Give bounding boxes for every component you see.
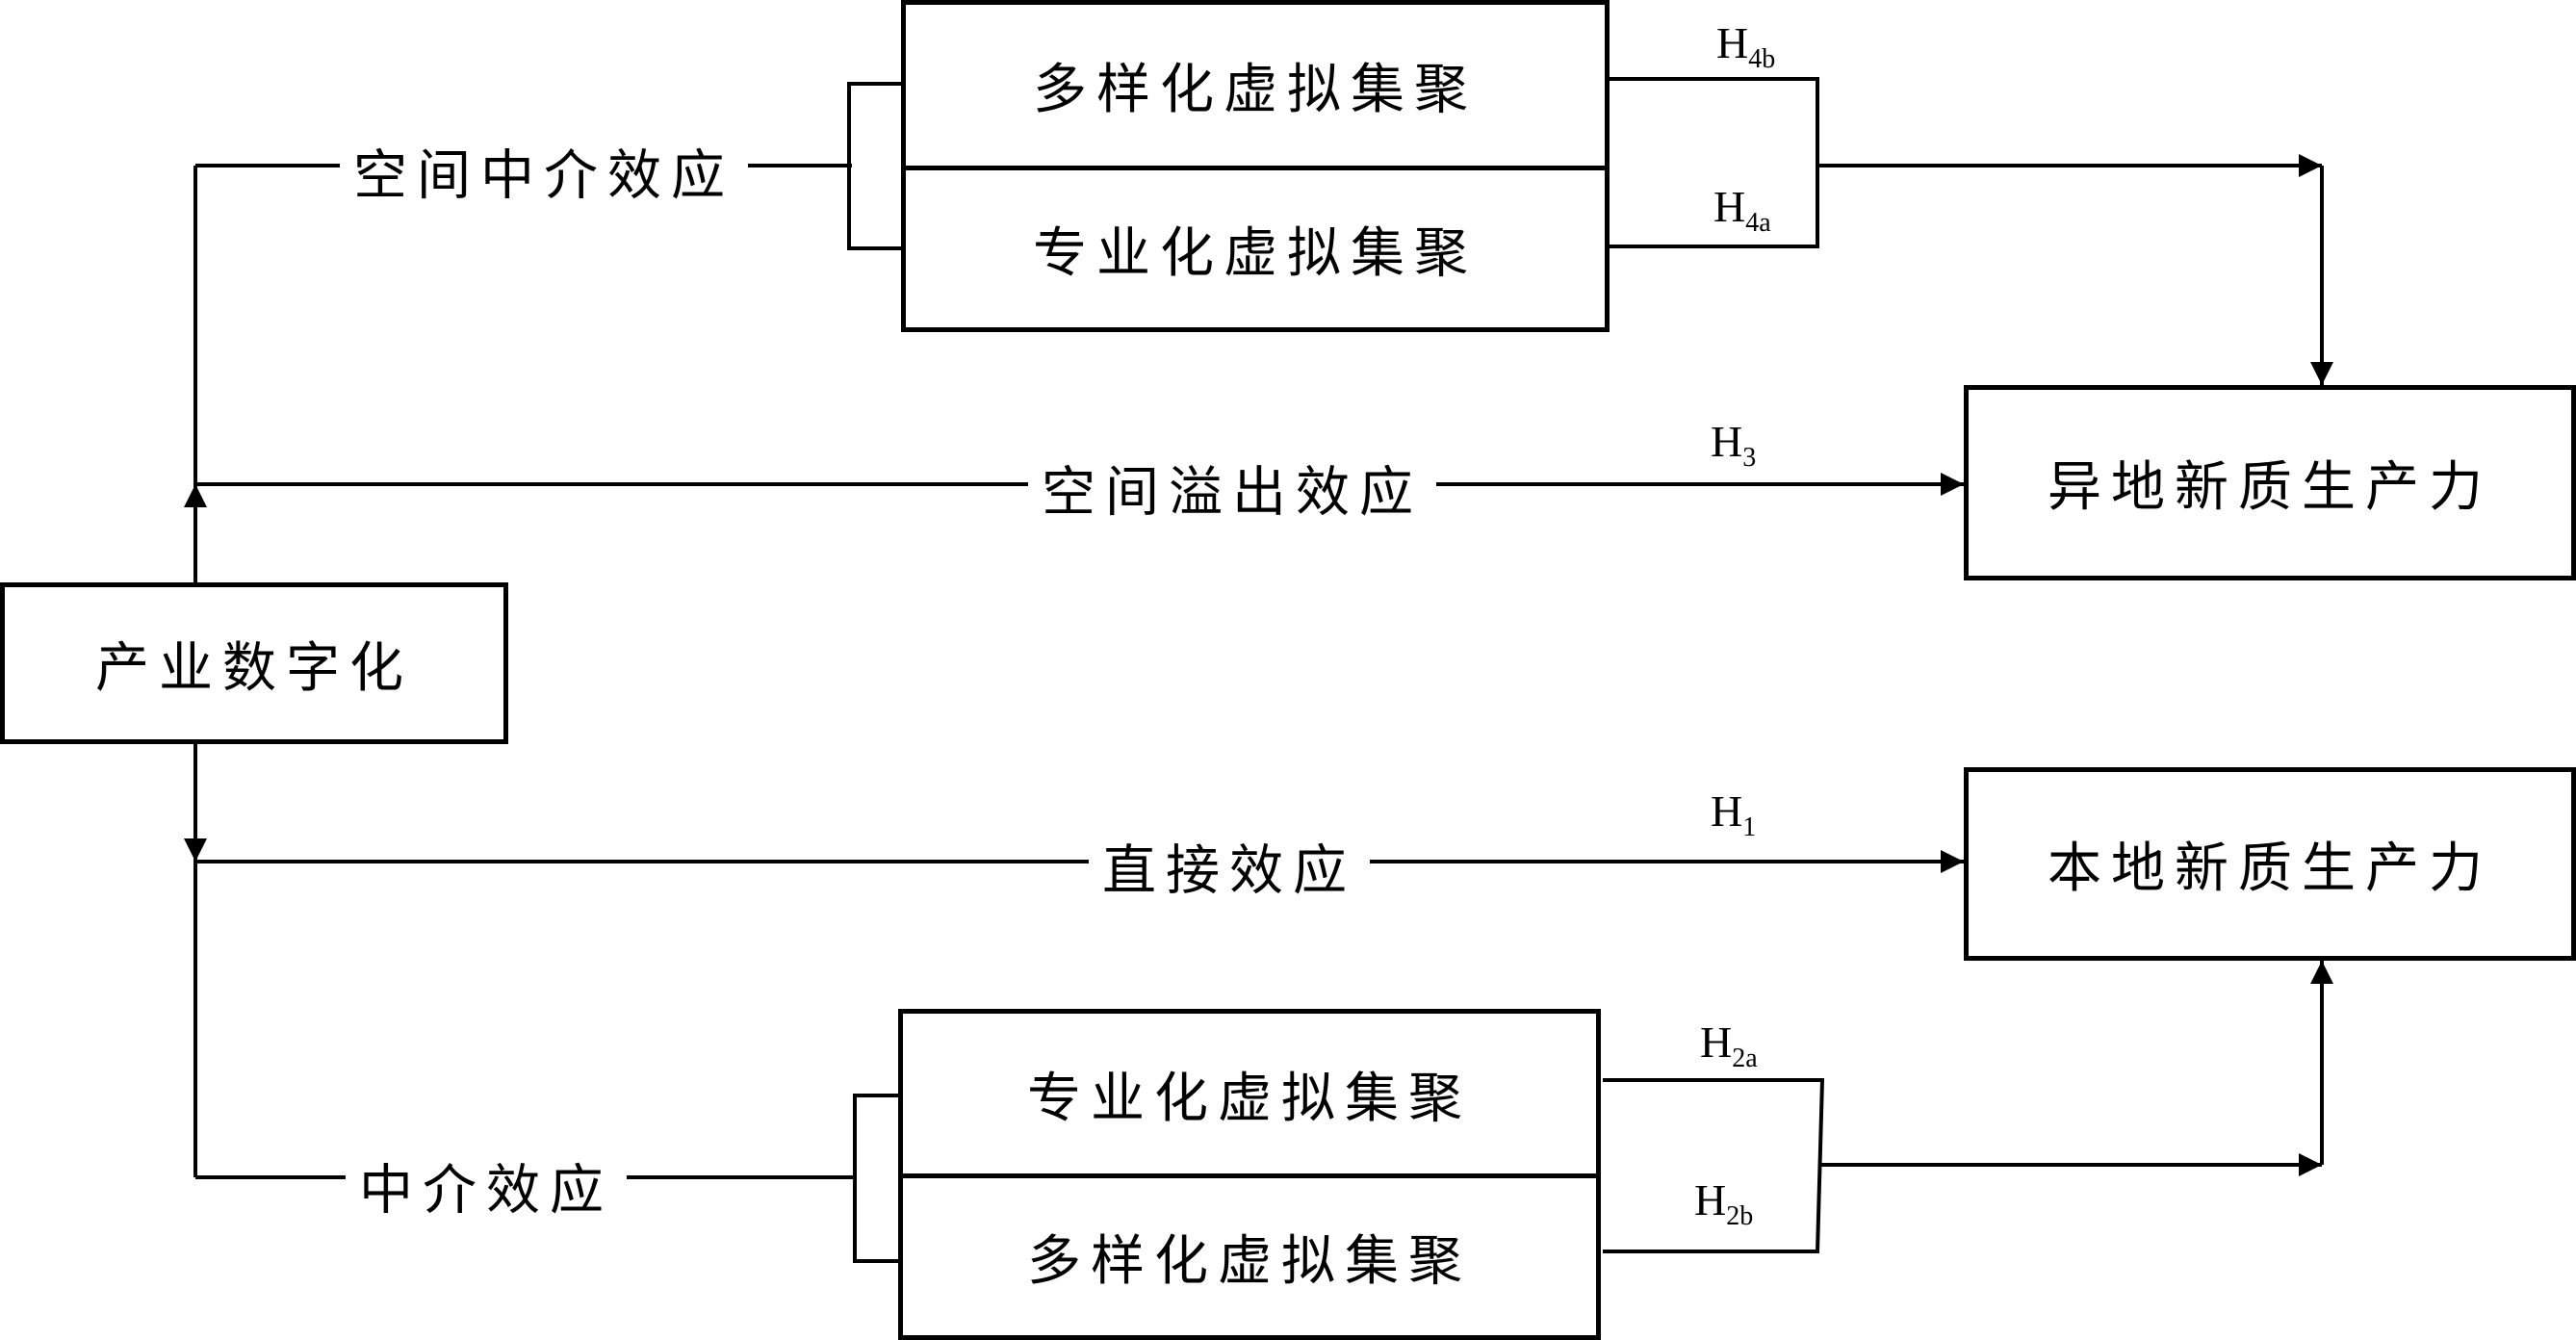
hypothesis-h1: H1 xyxy=(1711,786,1757,842)
local-label: 本地新质生产力 xyxy=(2048,838,2492,900)
bottom-diverse-label: 多样化虚拟集聚 xyxy=(1027,1230,1472,1293)
hypothesis-h2b: H2b xyxy=(1694,1175,1754,1231)
top-bracket xyxy=(847,82,903,250)
spatial-mediation-effect-label: 空间中介效应 xyxy=(340,132,748,211)
hypothesis-h4b: H4b xyxy=(1716,18,1776,74)
bottom-diverse-box: 多样化虚拟集聚 xyxy=(898,1173,1601,1340)
spatial-spillover-effect-label: 空间溢出效应 xyxy=(1028,449,1436,528)
hypothesis-h4a: H4a xyxy=(1713,182,1771,238)
top-special-box: 专业化虚拟集聚 xyxy=(901,166,1610,332)
top-merge xyxy=(1608,77,1819,248)
source-box: 产业数字化 xyxy=(0,582,508,744)
remote-label: 异地新质生产力 xyxy=(2048,456,2492,519)
top-diverse-box: 多样化虚拟集聚 xyxy=(901,0,1610,170)
bottom-merge xyxy=(1603,1078,1825,1253)
bottom-bracket xyxy=(853,1094,900,1263)
hypothesis-h3: H3 xyxy=(1711,417,1757,473)
bottom-special-box: 专业化虚拟集聚 xyxy=(898,1009,1601,1178)
bottom-special-label: 专业化虚拟集聚 xyxy=(1027,1067,1472,1130)
source-label: 产业数字化 xyxy=(95,636,413,700)
local-productivity-box: 本地新质生产力 xyxy=(1964,767,2576,961)
top-special-label: 专业化虚拟集聚 xyxy=(1033,222,1478,285)
direct-effect-label: 直接效应 xyxy=(1089,827,1370,906)
remote-productivity-box: 异地新质生产力 xyxy=(1964,385,2576,580)
top-diverse-label: 多样化虚拟集聚 xyxy=(1033,59,1478,121)
hypothesis-h2a: H2a xyxy=(1700,1018,1758,1073)
mediation-effect-label: 中介效应 xyxy=(346,1147,627,1225)
